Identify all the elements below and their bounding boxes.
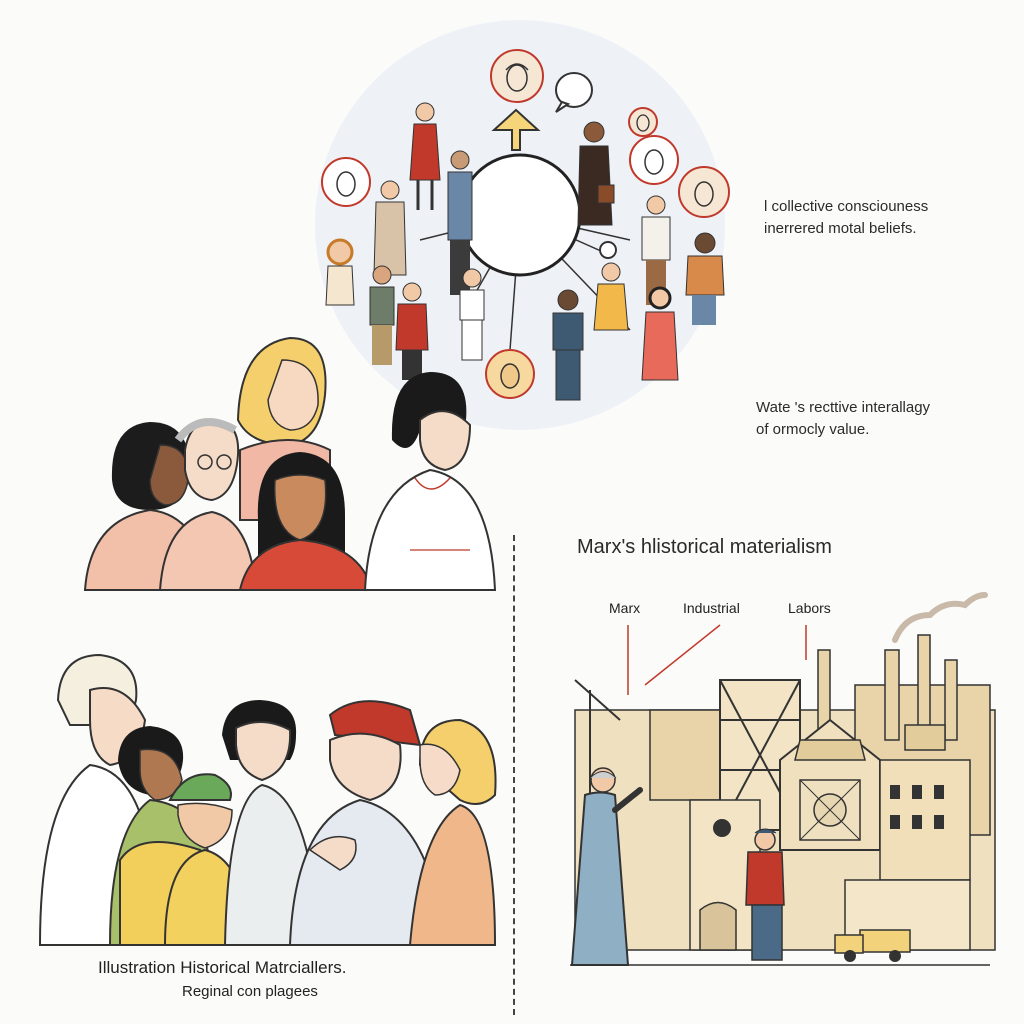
caption-collective-consciousness: l collective consciouness inerrered mota…: [764, 196, 928, 240]
node-dot: [599, 241, 617, 259]
up-arrow-icon: [491, 108, 541, 151]
caption-line-2: inerrered motal beliefs.: [764, 220, 917, 237]
portrait-bubble-bottom: [485, 349, 535, 399]
foreground-crowd-bottom: [38, 653, 497, 946]
industrial-scene: [570, 592, 996, 966]
portrait-bubble-right-1: [629, 135, 679, 185]
foreground-crowd-top: [83, 336, 497, 591]
small-figures: [325, 102, 725, 401]
label-industrial: Industrial: [683, 600, 740, 616]
caption2-line-1: Wate 's recttive interallagy: [756, 399, 931, 416]
caption-weber: Wate 's recttive interallagy of ormocly …: [756, 397, 930, 441]
speech-bubble-icon: [555, 72, 593, 113]
label-labors: Labors: [788, 600, 831, 616]
caption2-line-2: of ormocly value.: [756, 421, 870, 438]
bottom-left-title: Illustration Historical Matrciallers.: [98, 958, 347, 977]
central-circle: [458, 153, 582, 277]
marx-panel-title: Marx's hlistorical materialism: [577, 536, 832, 558]
caption-line-1: l collective consciouness: [764, 198, 929, 215]
label-marx: Marx: [609, 600, 641, 616]
bottom-left-subtitle: Reginal con plagees: [182, 983, 318, 1000]
portrait-bubble-small: [628, 107, 658, 137]
panel-divider: [513, 535, 515, 1015]
portrait-bubble-left: [321, 157, 371, 207]
portrait-bubble-right-2: [678, 166, 730, 218]
portrait-bubble-top: [490, 49, 544, 103]
